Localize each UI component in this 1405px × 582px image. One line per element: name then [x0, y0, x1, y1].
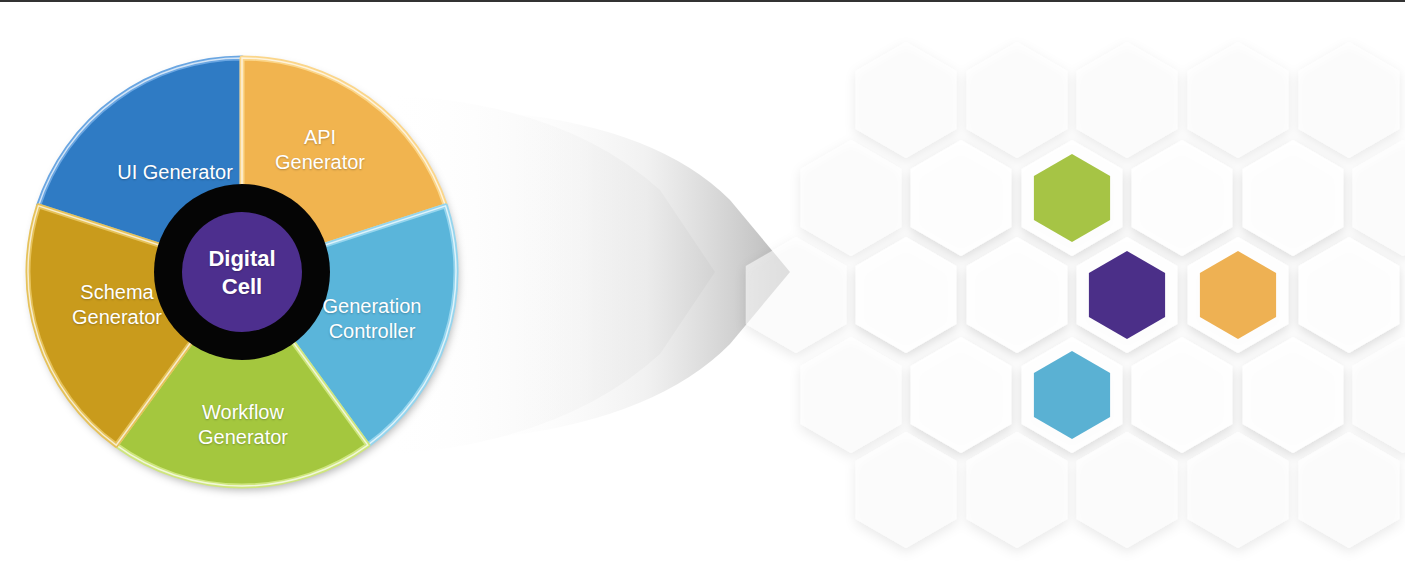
segment-label: Workflow Generator — [181, 400, 305, 450]
segment-label: UI Generator — [85, 160, 265, 185]
segment-label: Schema Generator — [61, 280, 173, 330]
segment-label: API Generator — [264, 125, 376, 175]
center-label: Digital Cell — [194, 245, 290, 300]
segment-label: Generation Controller — [310, 294, 434, 344]
center-circle: Digital Cell — [152, 182, 332, 362]
inner-circle — [182, 212, 302, 332]
center-circle-shape — [152, 182, 332, 362]
outer-ring — [154, 184, 330, 360]
